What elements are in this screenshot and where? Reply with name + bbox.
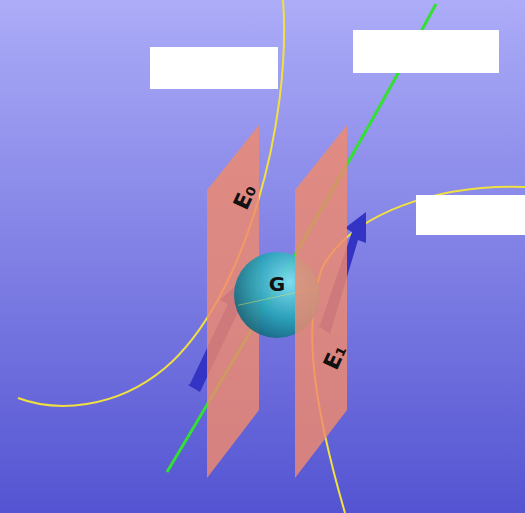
blank-label-box bbox=[353, 30, 499, 73]
plane bbox=[295, 125, 347, 478]
plane-shape bbox=[295, 125, 347, 478]
blank-label-box bbox=[416, 195, 525, 235]
blank-label-box bbox=[150, 47, 278, 89]
sphere-label: G bbox=[269, 274, 285, 294]
plane-node: E₁ bbox=[295, 125, 347, 478]
